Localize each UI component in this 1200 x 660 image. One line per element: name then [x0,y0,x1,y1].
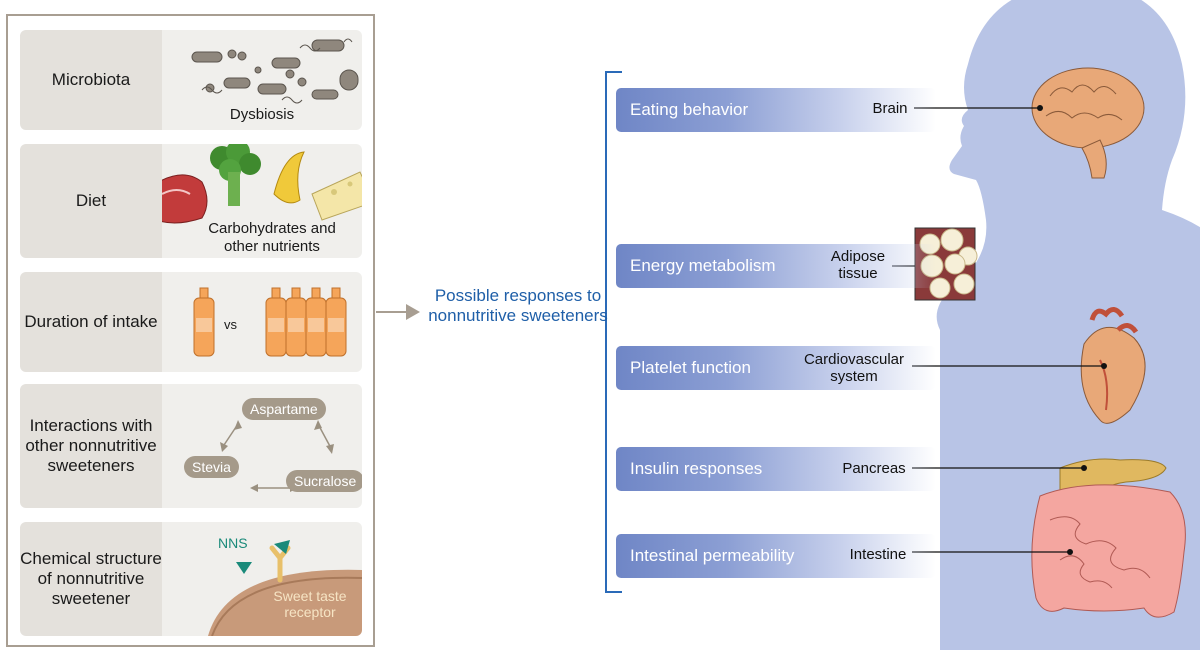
heart-icon [1080,307,1146,424]
organ-label-adipose: Adipose tissue [830,248,886,282]
microbiota-caption: Dysbiosis [229,106,295,123]
duration-illustration: vs [162,272,362,372]
bracket [605,71,622,593]
organ-label-pancreas: Pancreas [842,460,906,477]
sweetener-stevia: Stevia [184,456,239,478]
sweetener-aspartame: Aspartame [242,398,326,420]
factor-label: Microbiota [20,30,162,130]
response-insulin-responses: Insulin responses [616,447,936,491]
nns-label: NNS [218,535,248,551]
response-energy-metabolism: Energy metabolism [616,244,936,288]
brain-icon [1031,67,1145,179]
microbiota-illustration: Dysbiosis [162,30,362,130]
nns-triangle-icon [274,540,290,554]
response-eating-behavior: Eating behavior [616,88,936,132]
diet-caption: Carbohydrates and other nutrients [208,220,336,255]
factor-diet: Diet Carbohydrates and other nutrients [20,144,362,258]
factor-microbiota: Microbiota Dysbiosis [20,30,362,130]
response-platelet-function: Platelet function [616,346,936,390]
receptor-icon [208,540,362,636]
center-caption: Possible responses to nonnutritive sweet… [428,286,608,325]
factor-interactions: Interactions with other nonnutritive swe… [20,384,362,508]
factor-duration: Duration of intake vs [20,272,362,372]
intestine-icon [1031,484,1186,618]
chemical-illustration: NNS Sweet taste receptor [162,522,362,636]
factor-chemical-structure: Chemical structure of nonnutritive sweet… [20,522,362,636]
adipose-tissue-icon [914,227,978,301]
factor-label: Diet [20,144,162,258]
response-intestinal-permeability: Intestinal permeability [616,534,936,578]
factor-label: Interactions with other nonnutritive swe… [20,384,162,508]
factor-label: Chemical structure of nonnutritive sweet… [20,522,162,636]
duration-vs: vs [224,317,237,332]
sweetener-sucralose: Sucralose [286,470,362,492]
organ-label-brain: Brain [872,100,908,117]
bottle-icon [193,287,347,357]
factor-label: Duration of intake [20,272,162,372]
organ-label-intestine: Intestine [849,546,907,563]
receptor-label: Sweet taste receptor [273,588,347,620]
bacteria-icon [191,38,359,104]
interactions-illustration: Aspartame Stevia Sucralose [162,384,362,508]
diet-illustration: Carbohydrates and other nutrients [162,144,362,258]
organ-label-cardiovascular: Cardiovascular system [803,351,905,385]
food-icon [162,144,362,224]
nns-triangle-icon [236,562,252,574]
